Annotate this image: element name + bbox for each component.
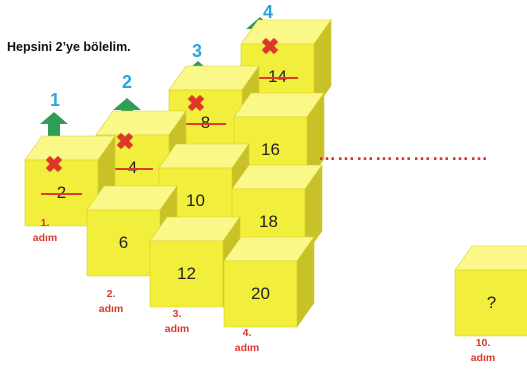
cube-12: 12 xyxy=(149,216,241,308)
step-number-2: 2 xyxy=(121,72,132,92)
cube-value: ? xyxy=(486,293,497,312)
cube-front-face xyxy=(223,260,298,328)
up-arrow-icon xyxy=(40,112,68,138)
cube-value: 4 xyxy=(96,135,169,201)
cube-front-face xyxy=(454,269,527,337)
step-label-word: adım xyxy=(470,352,496,364)
cross-mark-icon: ✖ xyxy=(186,91,206,116)
cube-shape xyxy=(223,236,315,328)
continuation-dots: ……………………… xyxy=(318,144,489,164)
cube-value: 6 xyxy=(118,233,129,252)
step-label-2: 2. adım xyxy=(86,287,136,317)
step-label-4: 4. adım xyxy=(222,326,272,356)
cube-value: 8 xyxy=(169,90,242,156)
cube-value: 18 xyxy=(259,212,278,231)
cross-mark-icon: ✖ xyxy=(115,129,135,154)
step-label-number: 2. xyxy=(106,288,116,300)
step-label-number: 10. xyxy=(475,337,491,349)
cube-shape xyxy=(149,216,241,308)
cross-mark-icon: ✖ xyxy=(260,34,280,59)
cube-top-face xyxy=(454,245,527,271)
cube-shape xyxy=(454,245,527,337)
step-number-3: 3 xyxy=(191,41,202,61)
step-label-number: 1. xyxy=(40,217,50,229)
step-label-word: adım xyxy=(32,232,58,244)
step-label-10: 10. adım xyxy=(458,336,508,366)
cube-unknown: ? xyxy=(454,245,527,337)
cube-value: 2 xyxy=(25,160,98,226)
step-label-number: 4. xyxy=(242,327,252,339)
cross-mark-icon: ✖ xyxy=(44,152,64,177)
cube-value: 20 xyxy=(251,284,270,303)
step-label-word: adım xyxy=(98,303,124,315)
step-label-3: 3. adım xyxy=(152,307,202,337)
step-label-1: 1. adım xyxy=(20,216,70,246)
page-title: Hepsini 2’ye bölelim. xyxy=(7,40,131,54)
cube-value: 10 xyxy=(186,191,205,210)
cube-front-face xyxy=(149,240,224,308)
cube-value: 12 xyxy=(177,264,196,283)
step-number-1: 1 xyxy=(49,90,60,110)
step-label-word: adım xyxy=(164,323,190,335)
step-label-word: adım xyxy=(234,342,260,354)
step-label-number: 3. xyxy=(172,308,182,320)
cube-value: 14 xyxy=(241,44,314,110)
cube-value: 16 xyxy=(261,140,280,159)
cube-20: 20 xyxy=(223,236,315,328)
arrow-shape xyxy=(40,112,68,138)
step-number-4: 4 xyxy=(262,2,273,22)
